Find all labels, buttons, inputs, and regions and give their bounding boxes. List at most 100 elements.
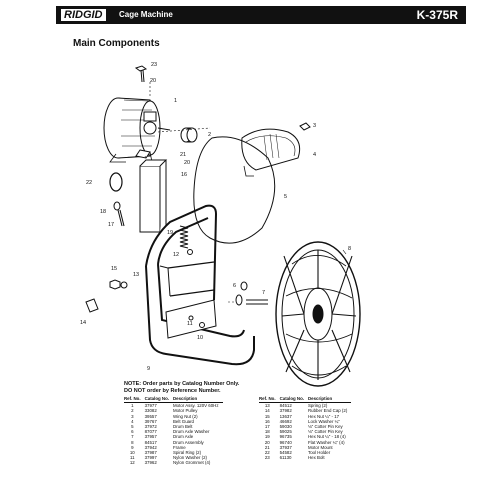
description-cell: Rubber End Cap (2): [308, 408, 348, 414]
motor-mount-bracket: [139, 159, 168, 233]
callout-6: 6: [233, 283, 236, 289]
grommet-part: [199, 322, 205, 328]
description-cell: Frame: [173, 444, 186, 450]
ref-no-cell: 10: [129, 450, 135, 456]
ref-no-cell: 8: [131, 439, 134, 445]
ref-no-cell: 19: [264, 434, 270, 440]
ref-no-cell: 16: [264, 418, 270, 424]
ref-no-cell: 2: [131, 408, 134, 414]
hex-bolt-part: [134, 65, 148, 83]
ref-no-cell: 18: [264, 429, 270, 435]
drum-assembly-part: [275, 241, 361, 387]
table-row: 14 37982 Rubber End Cap (2): [259, 408, 351, 413]
brand-logo: RIDGID: [61, 9, 106, 21]
callout-20b: 20: [184, 160, 190, 166]
ref-no-cell: 21: [264, 444, 270, 450]
description-cell: Wing Nut (2): [173, 413, 198, 419]
drum-axle-washer-part: [235, 294, 243, 306]
ref-no-cell: 3: [131, 413, 134, 419]
rubber-end-cap-part: [85, 298, 99, 313]
ref-no-cell: 7: [131, 434, 134, 440]
order-note: NOTE: Order parts by Catalog Number Only…: [124, 381, 239, 394]
table-row: 3 39557 Wing Nut (2): [124, 414, 223, 419]
motor-mount-part: [135, 149, 151, 159]
ref-no-cell: 17: [264, 424, 270, 430]
description-cell: ⅛" Cotter Pin Key: [308, 424, 343, 430]
catalog-no-cell: 33082: [144, 408, 157, 414]
grommet-part: [187, 249, 193, 255]
description-cell: Drum Axle Washer: [173, 429, 210, 435]
catalog-no-cell: 39767: [144, 418, 157, 424]
catalog-no-cell: 37987: [144, 450, 157, 456]
ref-no-cell: 1: [131, 403, 134, 409]
catalog-no-cell: 37982: [279, 408, 292, 414]
table-row: 9 37942 Frame: [124, 445, 223, 450]
catalog-no-cell: 37942: [144, 444, 157, 450]
ref-no-cell: 14: [264, 408, 270, 414]
callout-22: 22: [86, 180, 92, 186]
description-cell: Motor Mount: [308, 444, 333, 450]
ref-no-cell: 23: [264, 455, 270, 461]
description-cell: Nylon Grommet (4): [173, 460, 211, 466]
catalog-no-cell: 39557: [144, 413, 157, 419]
description-cell: Nylon Washer (2): [173, 455, 207, 461]
catalog-no-cell: 13637: [279, 413, 292, 419]
description-cell: Spiral Ring (2): [173, 450, 202, 456]
catalog-no-cell: 96735: [279, 434, 292, 440]
catalog-no-cell: 96740: [279, 439, 292, 445]
ref-no-header: Ref. No.: [259, 396, 280, 404]
catalog-no-cell: 37962: [144, 460, 157, 466]
description-cell: Drum Assembly: [173, 439, 204, 445]
callout-1: 1: [174, 98, 177, 104]
belt-guard-part: [241, 128, 301, 177]
table-row: 19 96735 Hex Nut ¼" - 18 (4): [259, 434, 351, 439]
catalog-no-cell: 84512: [279, 403, 292, 409]
ref-no-header: Ref. No.: [124, 396, 145, 404]
callout-17: 17: [108, 222, 114, 228]
catalog-no-cell: 54582: [279, 450, 292, 456]
callout-12: 12: [173, 252, 179, 258]
section-title: Main Components: [73, 38, 160, 49]
catalog-no-cell: 37957: [144, 434, 157, 440]
callout-19: 19: [167, 230, 173, 236]
frame-part: [145, 204, 255, 366]
callout-13: 13: [133, 272, 139, 278]
ref-no-cell: 15: [264, 413, 270, 419]
catalog-no-header: Catalog No.: [279, 396, 308, 404]
description-cell: Spring (2): [308, 403, 328, 409]
callout-10: 10: [197, 335, 203, 341]
catalog-no-cell: 37997: [144, 455, 157, 461]
description-cell: Lock Washer ¼": [308, 418, 340, 424]
callout-9: 9: [147, 366, 150, 372]
description-cell: Hex Nut ¼" - 18 (4): [308, 434, 346, 440]
callout-8: 8: [348, 246, 351, 252]
grommet-part: [188, 315, 194, 321]
ref-no-cell: 9: [131, 444, 134, 450]
cotter-pin-part: [113, 201, 125, 227]
ref-no-cell: 5: [131, 424, 134, 430]
model-number: K-375R: [416, 8, 458, 22]
hex-nut-part: [109, 279, 128, 290]
description-cell: Flat Washer ¼" (4): [308, 439, 345, 445]
description-cell: Hex Bolt: [308, 455, 325, 461]
description-cell: Tool Holder: [308, 450, 331, 456]
ref-no-cell: 20: [264, 439, 270, 445]
ref-no-cell: 6: [131, 429, 134, 435]
callout-11: 11: [187, 321, 193, 327]
catalog-no-header: Catalog No.: [144, 396, 173, 404]
description-cell: Drum Axle: [173, 434, 194, 440]
callout-20: 20: [150, 78, 156, 84]
